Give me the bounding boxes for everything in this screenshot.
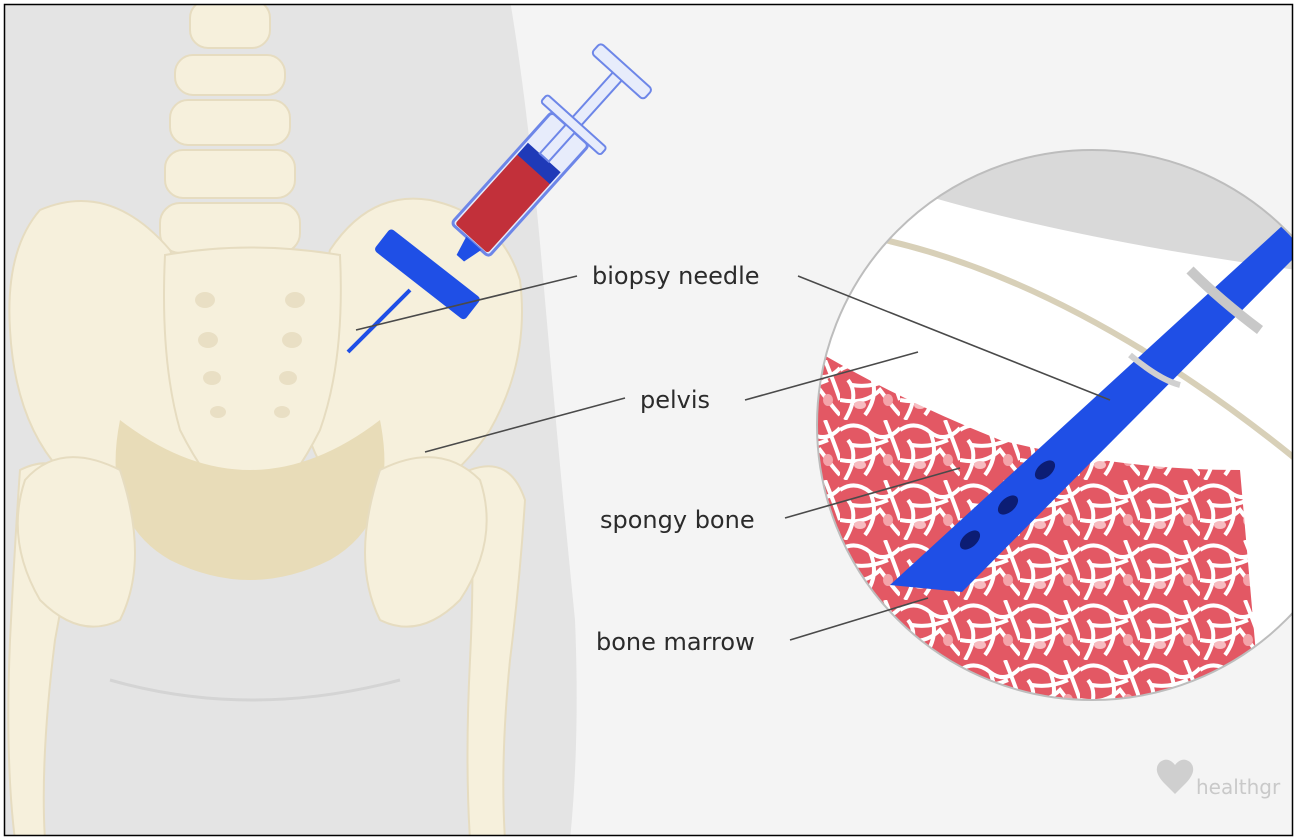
watermark-text: healthgr [1196,775,1281,799]
label-biopsy-needle: biopsy needle [592,262,760,290]
label-spongy-bone: spongy bone [600,506,755,534]
label-pelvis: pelvis [640,386,710,414]
label-bone-marrow: bone marrow [596,628,755,656]
